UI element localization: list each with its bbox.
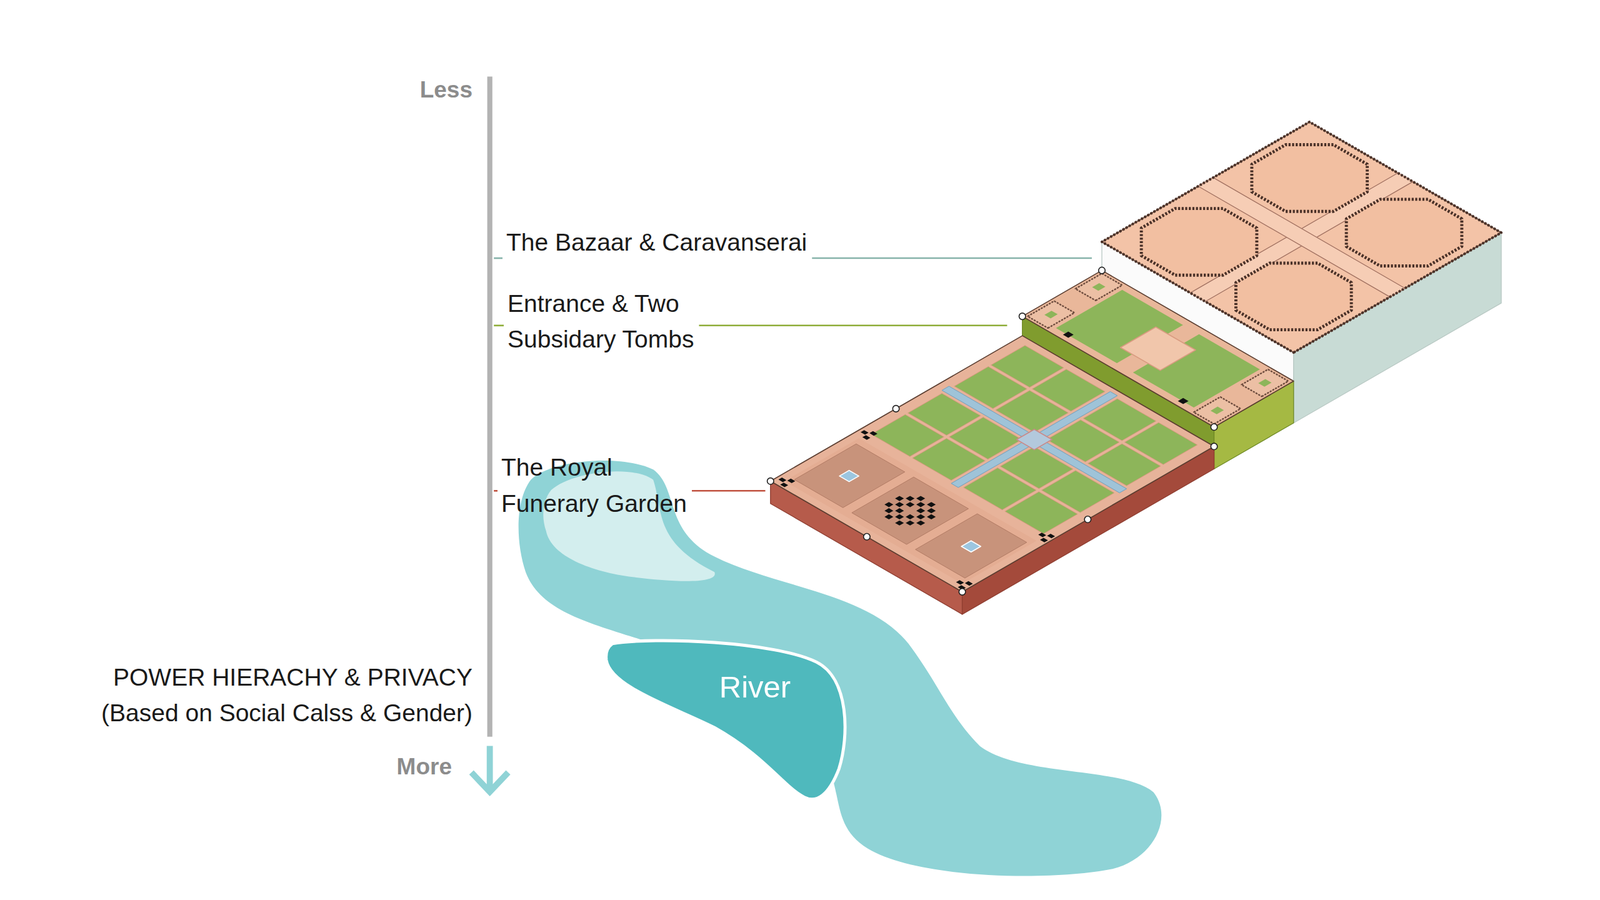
mausoleum-pattern: [926, 501, 936, 507]
entrance-gate: [1120, 326, 1196, 370]
mausoleum-pattern: [905, 495, 915, 501]
leader-line: [493, 325, 504, 327]
chhatri: [869, 431, 878, 436]
axis-end-label: Less: [420, 75, 473, 105]
leader-line: [493, 257, 503, 260]
garden-parterre: [991, 345, 1064, 388]
river-shallows: [543, 471, 715, 581]
tomb-platform: [794, 443, 905, 508]
chhatri: [1046, 533, 1055, 539]
mausoleum-pattern: [884, 508, 894, 514]
mausoleum-pattern: [916, 514, 925, 520]
zone-label: The Royal Funerary Garden: [501, 449, 702, 522]
river-label: River: [719, 669, 791, 705]
mausoleum-pattern: [884, 501, 894, 507]
leader-line: [691, 490, 766, 492]
water-channel: [941, 386, 1127, 494]
mausoleum-pattern: [895, 514, 904, 520]
mausoleum-pattern: [905, 514, 915, 520]
corner-tower: [1098, 266, 1105, 274]
tomb-court: [1091, 283, 1105, 291]
leader-line: [698, 325, 1007, 327]
mausoleum-pattern: [905, 520, 915, 526]
axis-subtitle: (Based on Social Calss & Gender): [101, 698, 473, 728]
tomb-court: [1210, 406, 1224, 415]
mausoleum-pattern: [916, 520, 925, 526]
chhatri: [862, 435, 871, 440]
leader-line: [811, 257, 1092, 260]
bazaar-court: [1235, 263, 1352, 330]
chhatri: [778, 477, 787, 482]
subsidiary-tomb: [1193, 396, 1241, 424]
mausoleum-pattern: [884, 514, 894, 520]
mausoleum-pattern: [895, 508, 904, 514]
corner-tower: [958, 588, 965, 595]
mausoleum-pattern: [926, 508, 936, 514]
corner-tower: [863, 533, 870, 540]
subsidiary-tomb: [1241, 369, 1289, 397]
bazaar-court: [1251, 145, 1368, 212]
chhatri: [787, 478, 796, 484]
corner-tower: [1210, 443, 1217, 450]
corner-tower: [767, 478, 774, 485]
zone-label: Entrance & Two Subsidary Tombs: [507, 285, 708, 357]
chhatri: [860, 430, 869, 435]
chhatri: [1040, 537, 1049, 542]
mausoleum-pattern: [895, 501, 904, 507]
river-outline: [506, 456, 1169, 882]
mausoleum-pattern: [916, 508, 925, 514]
river-shape: River: [506, 456, 1169, 882]
bazaar-court: [1346, 199, 1462, 267]
gate-post: [1178, 398, 1189, 405]
tomb-court: [1044, 310, 1058, 319]
bazaar-court: [1141, 208, 1257, 276]
axis-title: POWER HIERACHY & PRIVACY: [113, 662, 473, 692]
tomb-pool: [839, 470, 859, 482]
mausoleum-pattern: [895, 495, 904, 501]
site-model: [767, 121, 1502, 615]
mausoleum-pattern: [916, 501, 925, 507]
subsidiary-tomb: [1075, 273, 1123, 301]
axis-arrowhead: [471, 772, 509, 792]
gate-post: [1063, 331, 1074, 339]
river-water: [518, 460, 1162, 877]
mausoleum-pattern: [895, 520, 904, 526]
central-pool: [1016, 429, 1053, 450]
chhatri: [780, 482, 789, 487]
axis-end-label: More: [396, 751, 452, 782]
tomb-terrace: [784, 438, 1037, 584]
river-deep: [606, 640, 845, 800]
garden-slab-top: [770, 335, 1215, 592]
chhatri: [956, 580, 965, 585]
corner-tower: [1210, 423, 1217, 430]
corner-tower: [1019, 313, 1026, 320]
mausoleum-pattern: [926, 514, 936, 520]
zone-label: The Bazaar & Caravanserai: [506, 227, 807, 257]
chhatri: [1038, 532, 1047, 537]
axis-line: [487, 76, 493, 737]
chhatri: [965, 581, 974, 586]
tomb-court: [1258, 379, 1272, 387]
axis-arrow: [486, 745, 494, 790]
corner-tower: [1084, 516, 1091, 523]
tomb-pool: [961, 540, 981, 552]
corner-tower: [892, 405, 899, 412]
mausoleum-pattern: [916, 495, 925, 501]
entrance-slab-top: [1022, 270, 1294, 428]
subsidiary-tomb: [1027, 301, 1075, 329]
mausoleum-pattern: [905, 501, 915, 507]
leader-line: [493, 490, 498, 492]
